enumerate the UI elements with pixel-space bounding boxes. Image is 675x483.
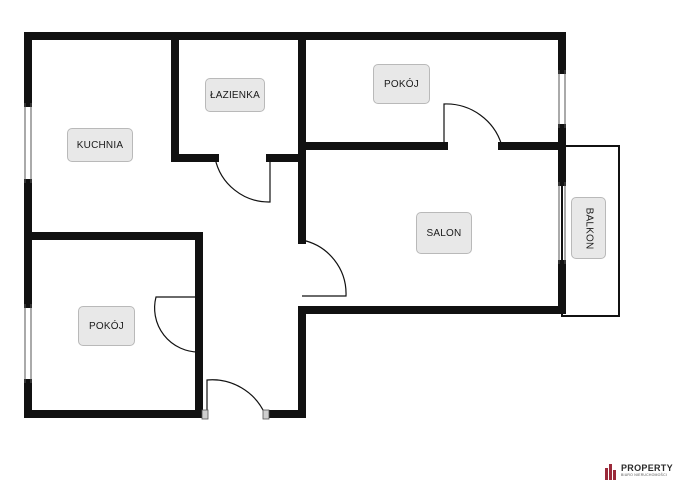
company-logo: PROPERTY BIURO NIERUCHOMOŚCI — [604, 462, 673, 480]
door-jambs — [201, 409, 270, 420]
room-label-kuchnia: KUCHNIA — [67, 128, 133, 162]
room-label-salon: SALON — [416, 212, 472, 254]
walls — [24, 32, 566, 418]
door-bathroom — [214, 157, 271, 203]
door-pokoj — [154, 296, 200, 353]
door-top-room — [443, 103, 503, 147]
door-salon — [301, 239, 347, 297]
room-label-lazienka: ŁAZIENKA — [205, 78, 265, 112]
building-logo-icon — [605, 464, 616, 480]
logo-subtitle: BIURO NIERUCHOMOŚCI — [621, 473, 667, 478]
windows — [24, 70, 566, 383]
door-entrance — [206, 379, 266, 415]
logo-name: PROPERTY — [621, 463, 673, 474]
room-label-pokoj-bottom: POKÓJ — [78, 306, 135, 346]
room-label-pokoj-top: POKÓJ — [373, 64, 430, 104]
balcony-outline — [561, 145, 620, 317]
room-label-balkon: BALKON — [571, 197, 606, 259]
doors — [154, 103, 503, 415]
room-label-balkon-text: BALKON — [583, 207, 594, 249]
